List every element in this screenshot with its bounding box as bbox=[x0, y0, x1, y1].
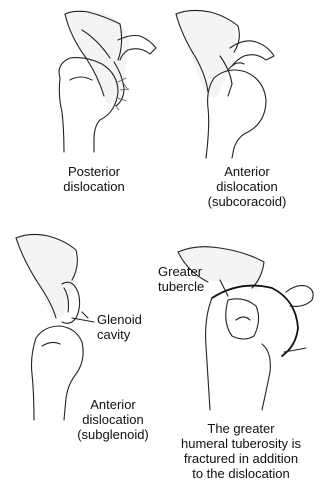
label-line: Greater bbox=[158, 264, 204, 279]
glenoid-cavity-leader bbox=[72, 318, 94, 322]
caption-line: Posterior bbox=[46, 164, 142, 179]
caption-line: The greater bbox=[166, 421, 316, 436]
caption-line: dislocation bbox=[192, 179, 302, 194]
caption-anterior-subcoracoid: Anterior dislocation (subcoracoid) bbox=[192, 164, 302, 209]
caption-line: Anterior bbox=[192, 164, 302, 179]
label-line: Glenoid bbox=[97, 312, 142, 327]
caption-line: fractured in addition bbox=[166, 451, 316, 466]
caption-line: (subglenoid) bbox=[58, 427, 168, 442]
anterior-subglenoid-drawing bbox=[16, 234, 88, 421]
caption-line: Anterior bbox=[58, 397, 168, 412]
caption-line: humeral tuberosity is bbox=[166, 436, 316, 451]
caption-greater-tuberosity-fracture: The greater humeral tuberosity is fractu… bbox=[166, 421, 316, 481]
label-line: cavity bbox=[97, 327, 142, 342]
label-glenoid-cavity: Glenoid cavity bbox=[97, 312, 142, 342]
label-greater-tubercle: Greater tubercle bbox=[158, 264, 204, 294]
anterior-subcoracoid-drawing bbox=[176, 10, 274, 158]
caption-line: (subcoracoid) bbox=[192, 194, 302, 209]
caption-line: dislocation bbox=[46, 179, 142, 194]
caption-posterior-dislocation: Posterior dislocation bbox=[46, 164, 142, 194]
posterior-dislocation-drawing bbox=[59, 10, 156, 153]
label-line: tubercle bbox=[158, 279, 204, 294]
caption-line: to the dislocation bbox=[166, 466, 316, 481]
caption-line: dislocation bbox=[58, 412, 168, 427]
caption-anterior-subglenoid: Anterior dislocation (subglenoid) bbox=[58, 397, 168, 442]
